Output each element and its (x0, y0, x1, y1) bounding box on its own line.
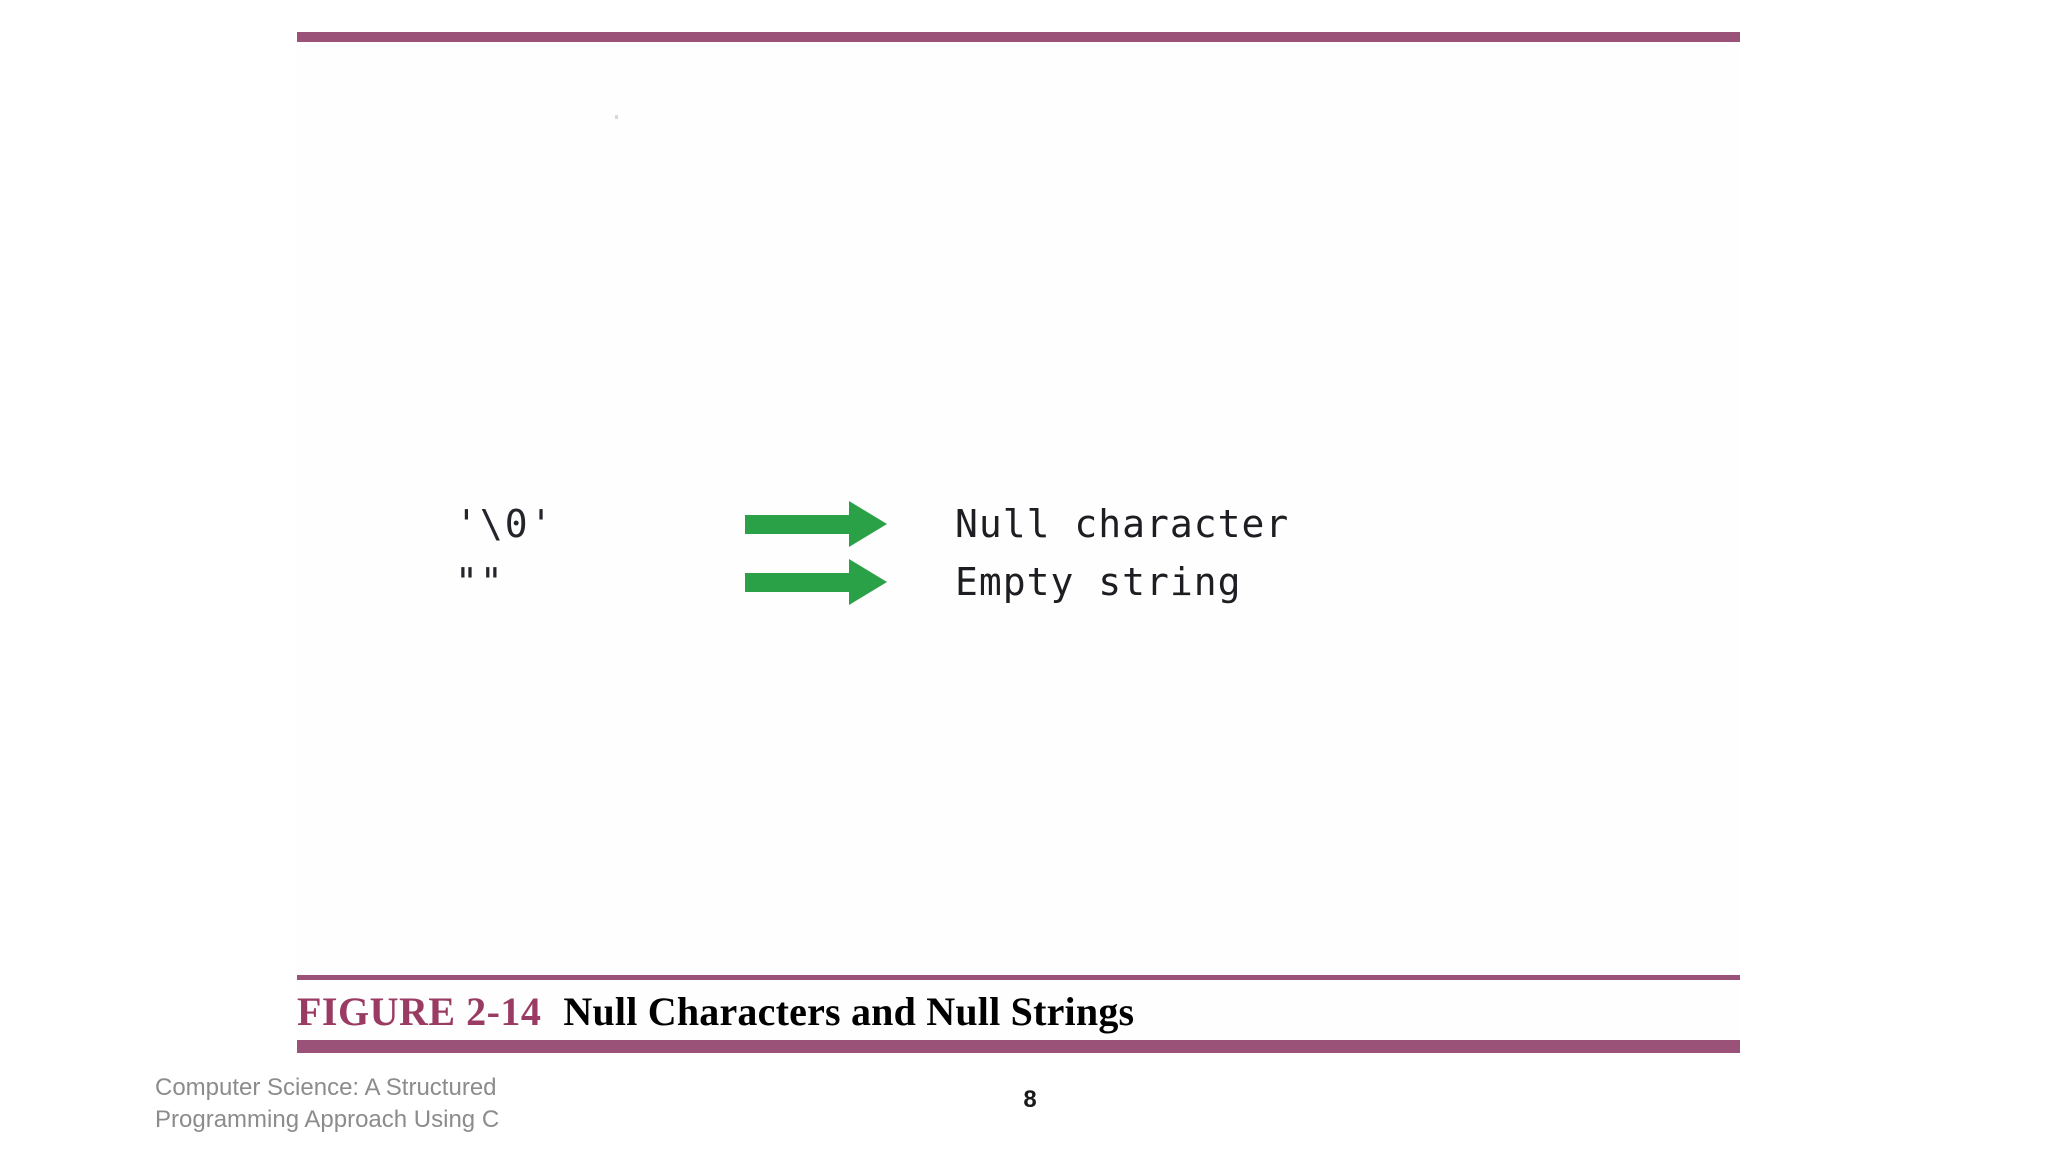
arrow-head (849, 559, 887, 605)
accent-rule-thin (297, 975, 1740, 980)
footer-credit-line-2: Programming Approach Using C (155, 1106, 500, 1133)
right-arrow-icon (745, 559, 915, 605)
arrow-head (849, 501, 887, 547)
figure-caption-title: Null Characters and Null Strings (563, 988, 1135, 1034)
diagram-row-null-character: '\0' Null character (455, 495, 1455, 553)
scan-artifact-speck (615, 115, 618, 119)
right-arrow-icon (745, 501, 915, 547)
code-literal-null-character: '\0' (455, 502, 555, 546)
diagram-row-empty-string: "" Empty string (455, 553, 1455, 611)
figure-caption: FIGURE 2-14 Null Characters and Null Str… (297, 985, 1740, 1037)
accent-rule-bottom (297, 1040, 1740, 1053)
figure-image-region (297, 42, 1740, 1054)
footer-book-credit: Computer Science: A Structured Programmi… (155, 1072, 575, 1136)
footer-credit-line-1: Computer Science: A Structured (155, 1074, 497, 1101)
diagram-label-null-character: Null character (955, 502, 1290, 546)
code-literal-empty-string: "" (455, 560, 505, 604)
figure-diagram: '\0' Null character "" Empty string (455, 495, 1455, 625)
figure-caption-number: FIGURE 2-14 (297, 988, 542, 1034)
accent-rule-top (297, 32, 1740, 43)
diagram-label-empty-string: Empty string (955, 560, 1242, 604)
arrow-shaft (745, 515, 855, 534)
arrow-shaft (745, 573, 855, 592)
page-number: 8 (1023, 1086, 1037, 1113)
